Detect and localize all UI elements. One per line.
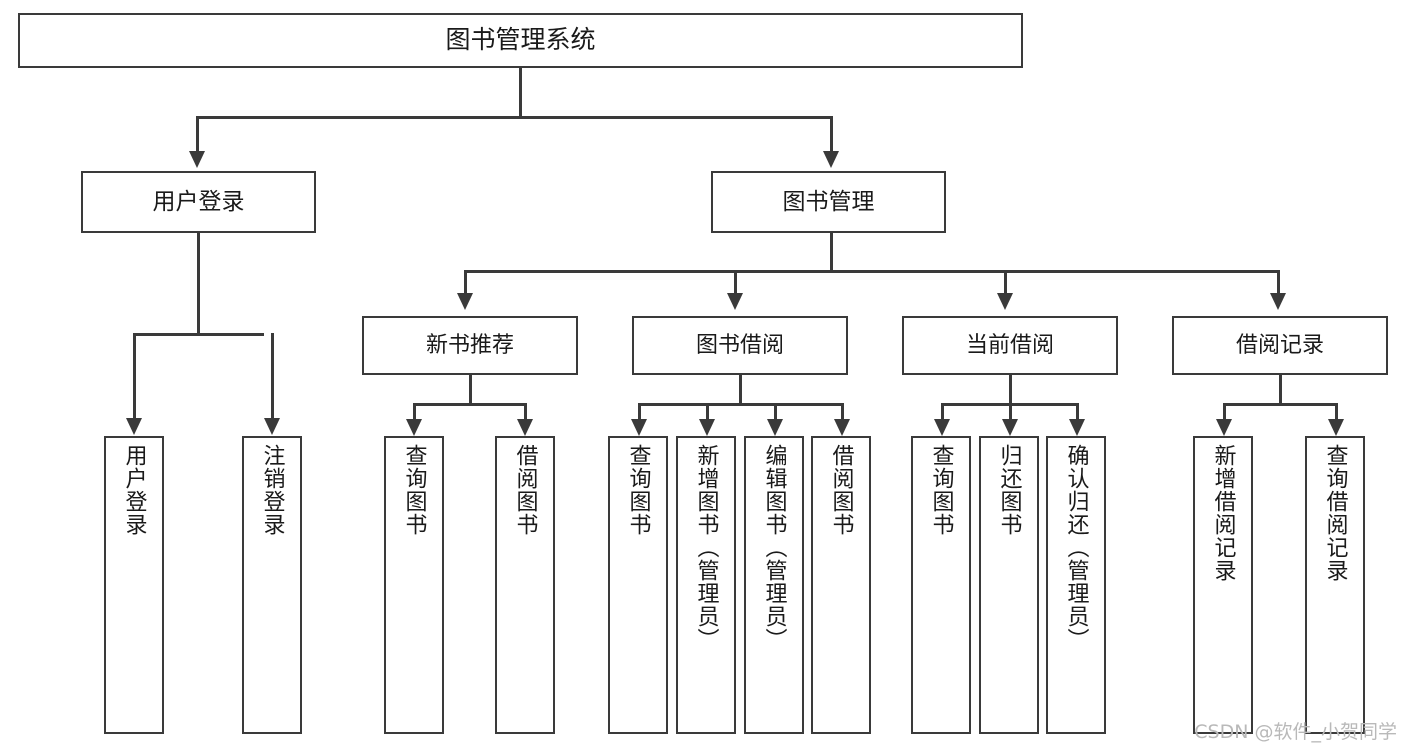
connector-new-book-bar	[413, 403, 526, 406]
leaf-current-borrow-query[interactable]: 查询图书	[911, 436, 971, 734]
node-label: 当前借阅	[965, 332, 1054, 358]
node-new-book-recommend[interactable]: 新书推荐	[362, 316, 578, 375]
arrowhead-book-borrow	[727, 293, 743, 310]
arrowhead-user-login-leaf2	[264, 418, 280, 435]
connector-current-borrow-leaf2	[1009, 403, 1012, 419]
connector-level2-bar	[196, 116, 833, 119]
leaf-label: 借阅图书	[828, 444, 854, 536]
arrowhead-book-borrow-leaf1	[631, 419, 647, 436]
leaf-label: 确认归还（管理员）	[1063, 444, 1089, 651]
connector-book-borrow-bar	[638, 403, 843, 406]
node-current-borrow[interactable]: 当前借阅	[902, 316, 1118, 375]
arrowhead-current-borrow-leaf1	[934, 419, 950, 436]
leaf-label: 查询图书	[928, 444, 954, 536]
arrowhead-current-borrow-leaf3	[1069, 419, 1085, 436]
connector-new-book-leaf1	[413, 403, 416, 419]
leaf-new-book-borrow[interactable]: 借阅图书	[495, 436, 555, 734]
connector-user-login-bar	[133, 333, 264, 336]
connector-root-stem	[519, 68, 522, 118]
connector-to-new-book	[464, 270, 467, 293]
arrowhead-user-login	[189, 151, 205, 168]
node-book-borrow[interactable]: 图书借阅	[632, 316, 848, 375]
arrowhead-borrow-record-leaf2	[1328, 419, 1344, 436]
node-user-login[interactable]: 用户登录	[81, 171, 316, 233]
arrowhead-current-borrow-leaf2	[1002, 419, 1018, 436]
connector-to-book-borrow	[734, 270, 737, 293]
connector-book-borrow-leaf3	[774, 403, 777, 419]
leaf-label: 归还图书	[996, 444, 1022, 536]
connector-book-borrow-leaf4	[841, 403, 844, 419]
node-label: 新书推荐	[425, 332, 514, 358]
node-book-management[interactable]: 图书管理	[711, 171, 946, 233]
connector-to-book-management	[830, 116, 833, 151]
leaf-current-borrow-return[interactable]: 归还图书	[979, 436, 1039, 734]
node-label: 图书借阅	[695, 332, 784, 358]
leaf-label: 查询图书	[401, 444, 427, 536]
arrowhead-user-login-leaf1	[126, 418, 142, 435]
node-root-book-management-system[interactable]: 图书管理系统	[18, 13, 1023, 68]
arrowhead-new-book	[457, 293, 473, 310]
arrowhead-book-management	[823, 151, 839, 168]
arrowhead-book-borrow-leaf2	[699, 419, 715, 436]
leaf-label: 注销登录	[259, 444, 285, 536]
connector-user-login-stem	[197, 233, 200, 335]
leaf-label: 查询借阅记录	[1322, 444, 1348, 582]
leaf-label: 新增借阅记录	[1210, 444, 1236, 582]
leaf-current-borrow-confirm[interactable]: 确认归还（管理员）	[1046, 436, 1106, 734]
leaf-book-borrow-add[interactable]: 新增图书（管理员）	[676, 436, 736, 734]
connector-borrow-record-stem	[1279, 375, 1282, 405]
leaf-borrow-record-add[interactable]: 新增借阅记录	[1193, 436, 1253, 734]
leaf-book-borrow-edit[interactable]: 编辑图书（管理员）	[744, 436, 804, 734]
connector-book-borrow-leaf2	[706, 403, 709, 419]
node-borrow-record[interactable]: 借阅记录	[1172, 316, 1388, 375]
connector-new-book-leaf2	[524, 403, 527, 419]
leaf-user-login-login[interactable]: 用户登录	[104, 436, 164, 734]
connector-user-login-leaf2	[271, 333, 274, 418]
leaf-book-borrow-query[interactable]: 查询图书	[608, 436, 668, 734]
leaf-user-login-logout[interactable]: 注销登录	[242, 436, 302, 734]
node-label: 图书管理系统	[445, 25, 596, 55]
leaf-borrow-record-query[interactable]: 查询借阅记录	[1305, 436, 1365, 734]
arrowhead-book-borrow-leaf3	[767, 419, 783, 436]
connector-new-book-stem	[469, 375, 472, 405]
connector-book-borrow-leaf1	[638, 403, 641, 419]
connector-book-borrow-stem	[739, 375, 742, 405]
connector-borrow-record-leaf2	[1335, 403, 1338, 419]
arrowhead-book-borrow-leaf4	[834, 419, 850, 436]
node-label: 用户登录	[152, 188, 245, 215]
arrowhead-new-book-leaf1	[406, 419, 422, 436]
leaf-new-book-query[interactable]: 查询图书	[384, 436, 444, 734]
leaf-label: 编辑图书（管理员）	[761, 444, 787, 651]
connector-current-borrow-leaf3	[1076, 403, 1079, 419]
leaf-label: 查询图书	[625, 444, 651, 536]
node-label: 借阅记录	[1235, 332, 1324, 358]
connector-current-borrow-stem	[1009, 375, 1012, 405]
connector-to-user-login	[196, 116, 199, 151]
arrowhead-borrow-record	[1270, 293, 1286, 310]
leaf-book-borrow-borrow[interactable]: 借阅图书	[811, 436, 871, 734]
connector-to-borrow-record	[1277, 270, 1280, 293]
node-label: 图书管理	[782, 188, 875, 215]
connector-to-current-borrow	[1004, 270, 1007, 293]
connector-user-login-leaf1	[133, 333, 136, 418]
connector-borrow-record-leaf1	[1223, 403, 1226, 419]
connector-level3-bar	[464, 270, 1280, 273]
arrowhead-borrow-record-leaf1	[1216, 419, 1232, 436]
leaf-label: 用户登录	[121, 444, 147, 536]
connector-current-borrow-leaf1	[941, 403, 944, 419]
connector-book-management-stem	[830, 233, 833, 272]
connector-borrow-record-bar	[1223, 403, 1337, 406]
leaf-label: 借阅图书	[512, 444, 538, 536]
arrowhead-new-book-leaf2	[517, 419, 533, 436]
arrowhead-current-borrow	[997, 293, 1013, 310]
leaf-label: 新增图书（管理员）	[693, 444, 719, 651]
